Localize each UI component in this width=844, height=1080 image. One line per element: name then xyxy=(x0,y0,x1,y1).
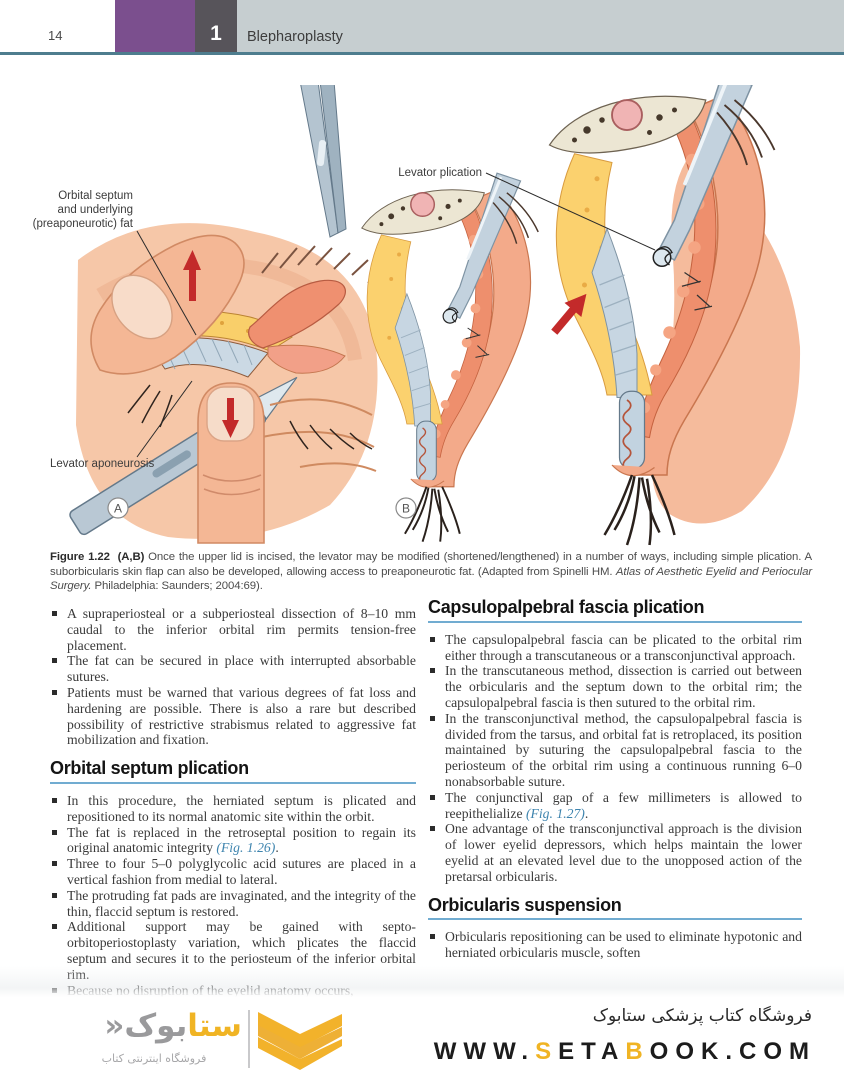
list-item: Three to four 5–0 polyglycolic acid sutu… xyxy=(50,856,416,888)
levator-aponeurosis-label: Levator aponeurosis xyxy=(50,458,154,470)
figure-caption-label: Figure 1.22 xyxy=(50,551,110,563)
panel-b-marker: B xyxy=(402,502,410,516)
list-item: Patients must be warned that various deg… xyxy=(50,685,416,748)
url-segment: B xyxy=(625,1038,650,1065)
wordmark-gray-part: بوک xyxy=(124,1008,188,1044)
page-header: 1 14 Blepharoplasty xyxy=(0,0,844,55)
section-heading-orbicularis: Orbicularis suspension xyxy=(428,896,802,921)
bullet-square-icon xyxy=(430,636,435,642)
page-bottom-fade xyxy=(0,966,844,1006)
figure-caption-source: Atlas of Aesthetic Eyelid and Periocular… xyxy=(50,565,813,593)
chevron-emblem-icon xyxy=(258,1012,342,1070)
list-item: Orbicularis repositioning can be used to… xyxy=(428,929,802,961)
wordmark-guillemet: « xyxy=(104,1008,125,1044)
setabook-url: WWW.SETABOOK.COM xyxy=(434,1038,816,1066)
url-segment: OOK.COM xyxy=(649,1038,816,1065)
figure-caption-panels: (A,B) xyxy=(117,551,145,563)
figure-reference: (Fig. 1.26) xyxy=(216,840,276,856)
chapter-title: Blepharoplasty xyxy=(247,29,343,45)
bullet-square-icon xyxy=(430,794,435,800)
panel-a-marker: A xyxy=(114,502,122,516)
chapter-number-box: 1 xyxy=(195,0,237,52)
bullet-square-icon xyxy=(52,829,57,835)
url-segment: ETA xyxy=(558,1038,626,1065)
figure-caption-tail: Philadelphia: Saunders; 2004:69). xyxy=(91,580,263,592)
list-item: A supraperiosteal or a subperiosteal dis… xyxy=(50,606,416,653)
capsulopalpebral-bullet-list: The capsulopalpebral fascia can be plica… xyxy=(428,632,802,885)
list-item: The capsulopalpebral fascia can be plica… xyxy=(428,632,802,664)
bullet-square-icon xyxy=(52,611,57,616)
list-item: The protruding fat pads are invaginated,… xyxy=(50,888,416,920)
header-purple-tab xyxy=(115,0,195,52)
list-item: In the transcutaneous method, dissection… xyxy=(428,663,802,710)
logo-subtext: فروشگاه اینترنتی کتاب xyxy=(101,1052,207,1065)
panel-b-labels: Levator plication B xyxy=(395,167,656,519)
url-segment: S xyxy=(535,1038,559,1065)
list-item: The fat is replaced in the retroseptal p… xyxy=(50,825,416,857)
intro-bullet-list: A supraperiosteal or a subperiosteal dis… xyxy=(50,606,416,748)
list-item: The conjunctival gap of a few millimeter… xyxy=(428,790,802,822)
panel-a-labels: Orbital septum and underlying (preaponeu… xyxy=(33,190,197,519)
section-heading-capsulopalpebral: Capsulopalpebral fascia plication xyxy=(428,598,802,623)
panel-a-art xyxy=(69,85,384,544)
bullet-square-icon xyxy=(52,924,57,930)
left-column: A supraperiosteal or a subperiosteal dis… xyxy=(50,606,416,998)
list-item: The fat can be secured in place with int… xyxy=(50,653,416,685)
bullet-square-icon xyxy=(52,658,57,664)
page-number: 14 xyxy=(48,28,63,43)
chapter-number: 1 xyxy=(210,22,222,45)
watermark-footer: ستابوک« فروشگاه اینترنتی کتاب فروشگاه کت… xyxy=(0,1000,844,1080)
figure-caption: Figure 1.22 (A,B) Once the upper lid is … xyxy=(50,550,812,594)
logo-divider xyxy=(248,1010,250,1068)
header-rule xyxy=(0,52,844,55)
bullet-square-icon xyxy=(52,797,57,803)
bullet-square-icon xyxy=(430,715,435,721)
setabook-logo-wordmark: ستابوک« xyxy=(66,1008,242,1044)
list-item: Additional support may be gained with se… xyxy=(50,919,416,982)
figure-1-22-illustration: Orbital septum and underlying (preaponeu… xyxy=(33,85,801,547)
orbital-septum-label: Orbital septum xyxy=(58,190,133,202)
figure-caption-text: Once the upper lid is incised, the levat… xyxy=(50,551,812,578)
section-heading-orbital-septum: Orbital septum plication xyxy=(50,759,416,784)
list-item: In this procedure, the herniated septum … xyxy=(50,793,416,825)
orbicularis-bullet-list: Orbicularis repositioning can be used to… xyxy=(428,929,802,961)
store-name-persian: فروشگاه کتاب پزشکی ستابوک xyxy=(592,1006,812,1026)
header-bar xyxy=(237,0,844,52)
levator-plication-label: Levator plication xyxy=(398,167,482,179)
list-item: One advantage of the transconjunctival a… xyxy=(428,821,802,884)
bullet-square-icon xyxy=(430,668,435,674)
bullet-square-icon xyxy=(430,826,435,832)
url-segment: WWW. xyxy=(433,1038,536,1065)
bullet-square-icon xyxy=(52,689,57,695)
svg-text:(preaponeurotic) fat: (preaponeurotic) fat xyxy=(33,218,134,230)
list-item: In the transconjunctival method, the cap… xyxy=(428,711,802,790)
bullet-square-icon xyxy=(52,892,57,898)
panel-b-art xyxy=(360,85,801,547)
bullet-square-icon xyxy=(52,861,57,867)
bullet-square-icon xyxy=(430,934,435,940)
svg-text:and underlying: and underlying xyxy=(58,204,133,216)
figure-reference: (Fig. 1.27) xyxy=(525,805,585,821)
right-column: Capsulopalpebral fascia plication The ca… xyxy=(428,598,802,961)
wordmark-yellow-part: ستا xyxy=(187,1008,242,1044)
